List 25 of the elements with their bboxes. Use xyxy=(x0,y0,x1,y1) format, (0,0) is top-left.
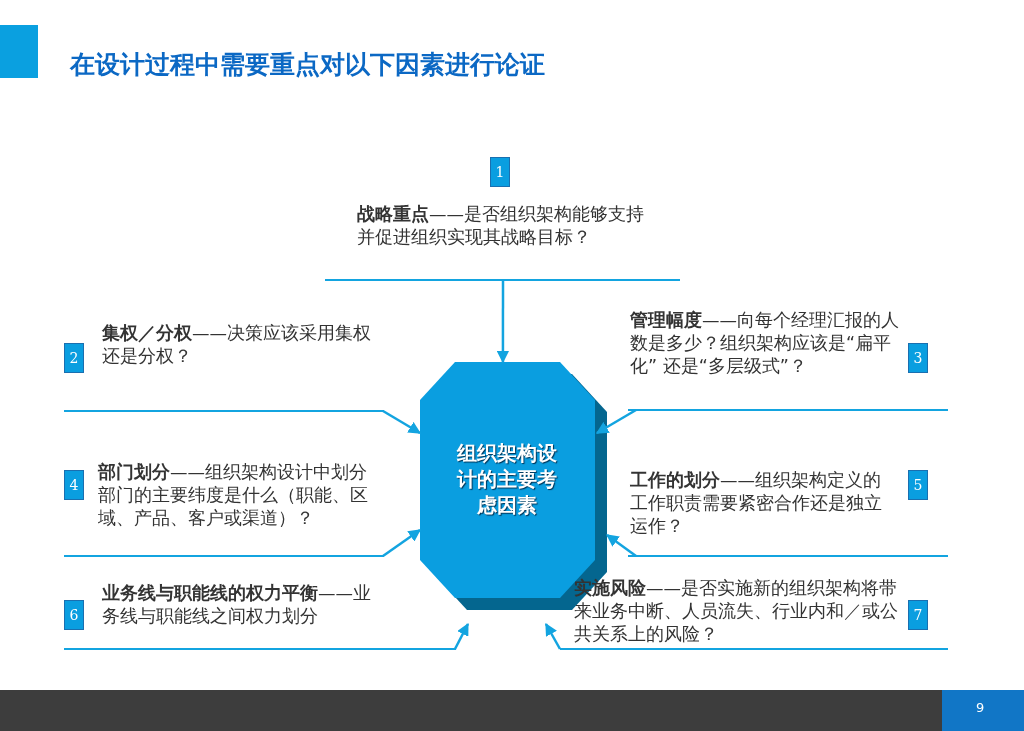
arrow xyxy=(496,281,510,364)
arrow xyxy=(382,528,421,558)
arrow xyxy=(382,409,422,435)
factor-description: 工作的划分——组织架构定义的工作职责需要紧密合作还是独立运作？ xyxy=(630,469,882,538)
underline-rule xyxy=(560,575,948,650)
page-number: 9 xyxy=(976,700,985,715)
arrow xyxy=(606,534,637,557)
number-badge: 5 xyxy=(908,470,928,500)
number-badge: 2 xyxy=(64,343,84,373)
number-badge: 3 xyxy=(908,343,928,373)
factor-description: 业务线与职能线的权力平衡——业务线与职能线之间权力划分 xyxy=(102,582,372,628)
factor-description: 实施风险——是否实施新的组织架构将带来业务中断、人员流失、行业内和／或公共关系上的风险？ xyxy=(574,577,899,646)
number-badge: 1 xyxy=(490,157,510,187)
arrow xyxy=(595,408,637,435)
factor-description: 管理幅度——向每个经理汇报的人数是多少？组织架构应该是“扁平化” 还是“多层级式”？ xyxy=(630,309,900,378)
number-badge: 6 xyxy=(64,600,84,630)
number-badge: 7 xyxy=(908,600,928,630)
arrow xyxy=(544,622,562,650)
factor-description: 集权／分权——决策应该采用集权还是分权？ xyxy=(102,322,372,368)
factor-description: 战略重点——是否组织架构能够支持并促进组织实现其战略目标？ xyxy=(357,203,645,249)
arrow xyxy=(453,622,470,650)
slide-title: 在设计过程中需要重点对以下因素进行论证 xyxy=(70,49,545,81)
number-badge: 4 xyxy=(64,470,84,500)
factor-description: 部门划分——组织架构设计中划分部门的主要纬度是什么（职能、区域、产品、客户或渠道）？ xyxy=(98,461,368,530)
center-title: 组织架构设计的主要考虑因素 xyxy=(455,440,558,518)
